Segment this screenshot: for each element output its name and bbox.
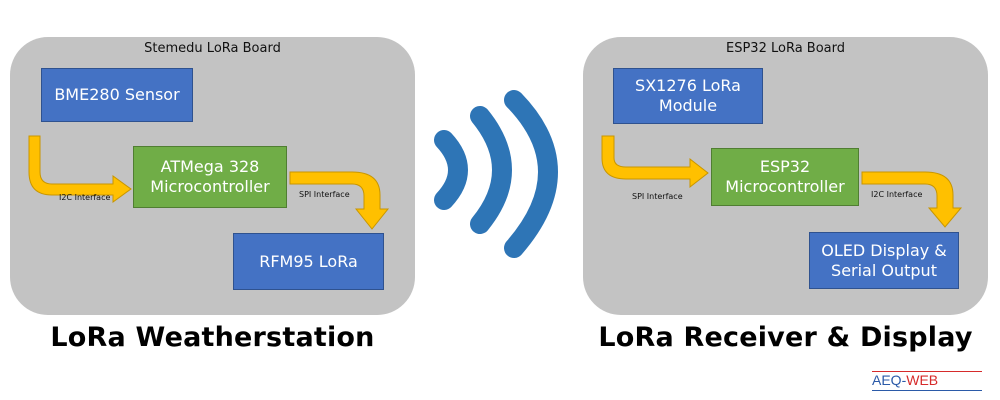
logo-top-rule [872, 371, 982, 372]
atmega-mcu-block: ATMega 328 Microcontroller [133, 146, 287, 208]
right-i2c-interface-label: I2C Interface [871, 190, 923, 199]
arrow-esp32-to-oled [861, 171, 963, 228]
right-board-title: ESP32 LoRa Board [726, 41, 845, 56]
wave-inner [434, 130, 468, 210]
left-spi-interface-label: SPI Interface [299, 190, 350, 199]
arrow-sensor-to-mcu [28, 135, 132, 203]
right-caption: LoRa Receiver & Display [598, 322, 973, 353]
oled-serial-output-block: OLED Display & Serial Output [809, 232, 959, 289]
arrow-radio-to-esp32 [601, 135, 709, 189]
wireless-signal-icon [434, 90, 558, 258]
esp32-mcu-block: ESP32 Microcontroller [711, 148, 859, 206]
left-board-title: Stemedu LoRa Board [144, 41, 281, 56]
rfm95-lora-block: RFM95 LoRa [233, 233, 384, 290]
wave-middle [470, 106, 512, 234]
left-i2c-interface-label: I2C Interface [59, 193, 111, 202]
bme280-sensor-block: BME280 Sensor [41, 68, 193, 122]
logo-bottom-rule [872, 390, 982, 391]
right-spi-interface-label: SPI Interface [632, 192, 683, 201]
wave-outer [504, 90, 558, 258]
logo-part-aeq: AEQ- [872, 372, 907, 388]
left-caption: LoRa Weatherstation [50, 322, 375, 353]
logo-text: AEQ-WEB [872, 372, 938, 388]
arrow-mcu-to-radio [289, 171, 390, 230]
aeq-web-logo: AEQ-WEB [872, 371, 982, 391]
logo-part-web: WEB [906, 372, 939, 388]
sx1276-lora-block: SX1276 LoRa Module [613, 68, 763, 124]
